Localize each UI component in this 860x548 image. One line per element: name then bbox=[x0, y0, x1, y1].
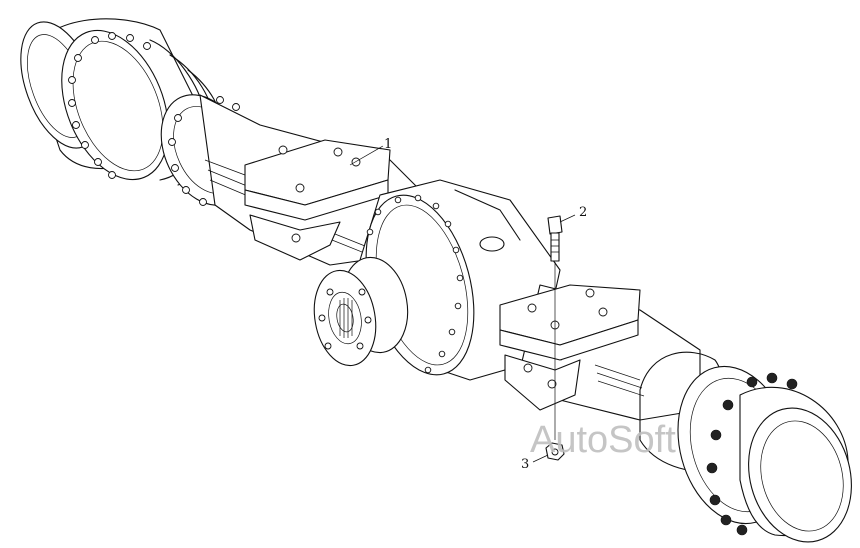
right-wheel-hub bbox=[639, 351, 852, 543]
input-flange-yoke bbox=[313, 256, 409, 367]
callout-2-label: 2 bbox=[579, 205, 587, 220]
right-spring-seat bbox=[499, 284, 641, 411]
left-axle-housing bbox=[199, 94, 421, 266]
callout-3-label: 3 bbox=[521, 457, 529, 472]
left-spring-seat bbox=[244, 139, 391, 261]
callout-leaders bbox=[349, 145, 576, 463]
right-axle-housing bbox=[499, 284, 701, 421]
right-hub-wheel-studs bbox=[706, 372, 798, 536]
diff-cover-bolts bbox=[366, 194, 464, 374]
bolt-part bbox=[547, 215, 563, 440]
callout-1-label: 1 bbox=[384, 137, 392, 152]
watermark-text: AutoSoft bbox=[530, 419, 676, 461]
differential-housing bbox=[313, 179, 561, 381]
nut-part bbox=[545, 442, 565, 461]
left-hub-bolt-holes bbox=[68, 32, 151, 179]
